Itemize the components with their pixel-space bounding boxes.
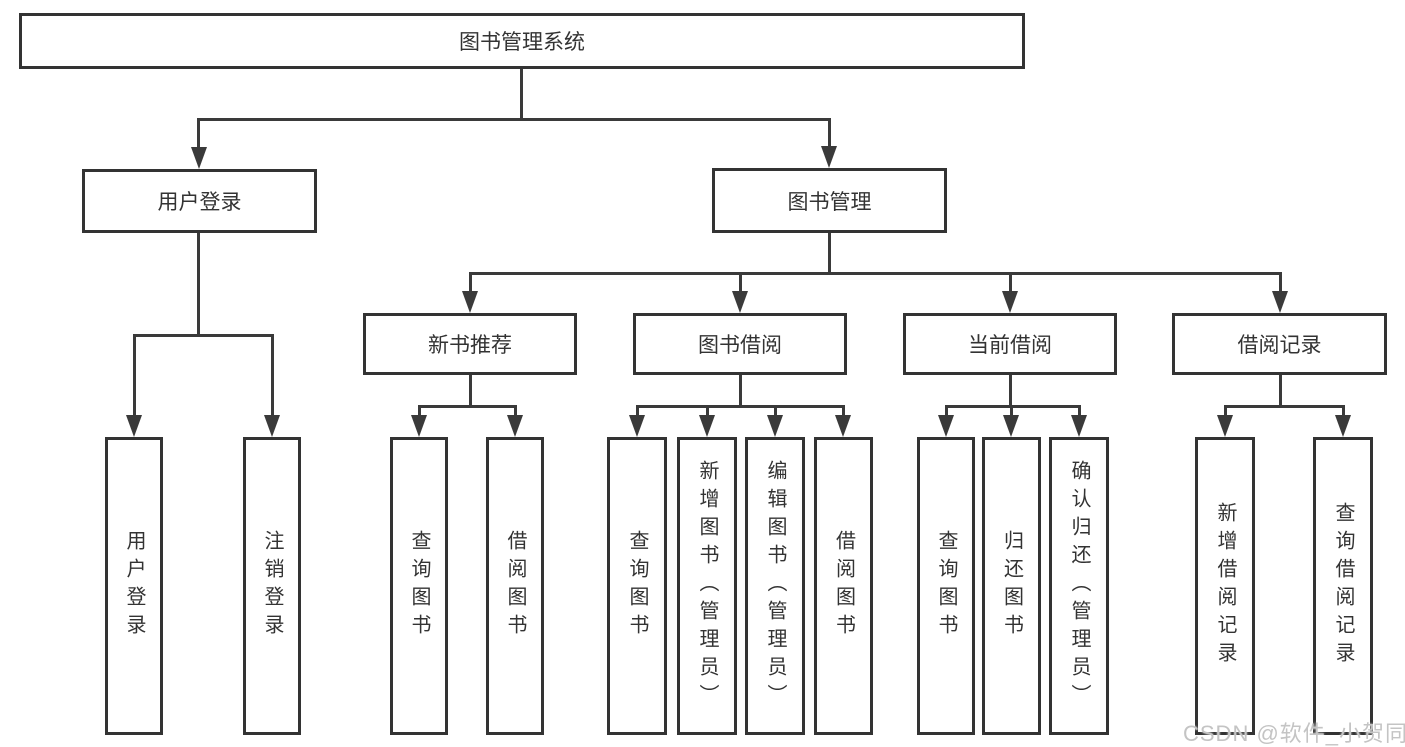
arrow-into-rec-query-books: [411, 415, 427, 437]
leaf-confirm-return-admin: 确认归还（管理员）: [1049, 437, 1109, 735]
connector-user-login-drop: [197, 233, 200, 337]
watermark: CSDN @软件_小贺同学: [1183, 721, 1405, 746]
connector-book-mgmt-drop: [828, 233, 831, 275]
leaf-query-borrow-record-label: 查询借阅记录: [1332, 502, 1354, 670]
node-borrow-records-label: 借阅记录: [1237, 334, 1322, 357]
node-book-management: 图书管理: [712, 168, 947, 233]
leaf-logout: 注销登录: [243, 437, 301, 735]
connector-root-drop: [520, 69, 523, 121]
arrow-into-bb-add-books: [699, 415, 715, 437]
connector-to-cur-query-books: [945, 405, 948, 419]
connector-root-split: [198, 118, 831, 121]
node-book-borrowing: 图书借阅: [633, 313, 847, 375]
arrow-into-cur-return-books: [1003, 415, 1019, 437]
connector-borrow-records-drop: [1279, 375, 1282, 408]
arrow-into-new-book-rec: [462, 291, 478, 313]
leaf-recommend-query-books: 查询图书: [390, 437, 448, 735]
leaf-recommend-query-books-label: 查询图书: [408, 530, 430, 642]
node-user-login: 用户登录: [82, 169, 317, 233]
leaf-add-books-admin: 新增图书（管理员）: [677, 437, 737, 735]
leaf-borrowing-borrow-books: 借阅图书: [814, 437, 873, 735]
leaf-add-borrow-record: 新增借阅记录: [1195, 437, 1255, 735]
leaf-current-query-books: 查询图书: [917, 437, 975, 735]
arrow-into-cur-confirm-return: [1071, 415, 1087, 437]
leaf-current-query-books-label: 查询图书: [935, 530, 957, 642]
node-library-management-system: 图书管理系统: [19, 13, 1025, 69]
leaf-user-login-label: 用户登录: [123, 530, 145, 642]
connector-to-rec-borrow-books: [514, 405, 517, 419]
arrow-into-rc-query-record: [1335, 415, 1351, 437]
node-book-management-label: 图书管理: [787, 190, 872, 214]
connector-to-bb-query-books: [636, 405, 639, 419]
leaf-edit-books-admin: 编辑图书（管理员）: [745, 437, 805, 735]
connector-to-book-borrow: [739, 272, 742, 294]
connector-to-bb-borrow-books: [842, 405, 845, 419]
connector-current-borrow-split: [945, 405, 1081, 408]
connector-new-book-rec-split: [418, 405, 517, 408]
arrow-into-rec-borrow-books: [507, 415, 523, 437]
leaf-return-books-label: 归还图书: [1000, 530, 1023, 642]
connector-to-rc-query-record: [1342, 405, 1345, 419]
leaf-query-borrow-record: 查询借阅记录: [1313, 437, 1373, 735]
node-new-book-recommend: 新书推荐: [363, 313, 577, 375]
connector-current-borrow-drop: [1009, 375, 1012, 408]
node-current-borrowing: 当前借阅: [903, 313, 1117, 375]
leaf-return-books: 归还图书: [982, 437, 1041, 735]
leaf-borrowing-query-books: 查询图书: [607, 437, 667, 735]
connector-book-borrow-drop: [739, 375, 742, 408]
connector-to-rec-query-books: [418, 405, 421, 419]
arrow-into-user-login: [191, 147, 207, 169]
connector-to-rc-add-record: [1224, 405, 1227, 419]
arrow-into-cur-query-books: [938, 415, 954, 437]
connector-to-leaf-logout: [271, 334, 274, 418]
arrow-into-rc-add-record: [1217, 415, 1233, 437]
arrow-into-leaf-logout: [264, 415, 280, 437]
leaf-user-login: 用户登录: [105, 437, 163, 735]
arrow-into-bb-edit-books: [767, 415, 783, 437]
leaf-add-books-admin-label: 新增图书（管理员）: [696, 460, 718, 712]
connector-to-cur-confirm-return: [1078, 405, 1081, 419]
node-user-login-label: 用户登录: [157, 191, 242, 214]
arrow-into-bb-query-books: [629, 415, 645, 437]
connector-to-user-login: [197, 118, 200, 150]
leaf-borrowing-borrow-books-label: 借阅图书: [832, 530, 855, 642]
arrow-into-current-borrow: [1002, 291, 1018, 313]
arrow-into-leaf-user-login: [126, 415, 142, 437]
connector-to-leaf-user-login: [133, 334, 136, 418]
connector-book-borrow-split: [636, 405, 845, 408]
connector-to-bb-add-books: [706, 405, 709, 419]
connector-to-book-mgmt: [828, 118, 831, 149]
connector-to-bb-edit-books: [774, 405, 777, 419]
arrow-into-book-mgmt: [821, 146, 837, 168]
connector-to-new-book-rec: [469, 272, 472, 294]
node-library-management-system-label: 图书管理系统: [459, 31, 585, 54]
leaf-borrowing-query-books-label: 查询图书: [626, 530, 648, 642]
connector-book-mgmt-split: [469, 272, 1282, 275]
arrow-into-book-borrow: [732, 291, 748, 313]
arrow-into-borrow-records: [1272, 291, 1288, 313]
node-current-borrowing-label: 当前借阅: [968, 334, 1052, 357]
connector-borrow-records-split: [1224, 405, 1345, 408]
connector-user-login-split: [133, 334, 274, 337]
arrow-into-bb-borrow-books: [835, 415, 851, 437]
leaf-add-borrow-record-label: 新增借阅记录: [1214, 502, 1236, 670]
connector-to-current-borrow: [1009, 272, 1012, 294]
leaf-confirm-return-admin-label: 确认归还（管理员）: [1068, 460, 1090, 712]
node-new-book-recommend-label: 新书推荐: [428, 334, 512, 357]
leaf-logout-label: 注销登录: [261, 530, 283, 642]
leaf-edit-books-admin-label: 编辑图书（管理员）: [764, 460, 786, 712]
leaf-recommend-borrow-books: 借阅图书: [486, 437, 544, 735]
connector-new-book-rec-drop: [469, 375, 472, 408]
connector-to-borrow-records: [1279, 272, 1282, 294]
node-book-borrowing-label: 图书借阅: [698, 334, 782, 357]
connector-to-cur-return-books: [1010, 405, 1013, 419]
leaf-recommend-borrow-books-label: 借阅图书: [504, 530, 526, 642]
node-borrow-records: 借阅记录: [1172, 313, 1387, 375]
